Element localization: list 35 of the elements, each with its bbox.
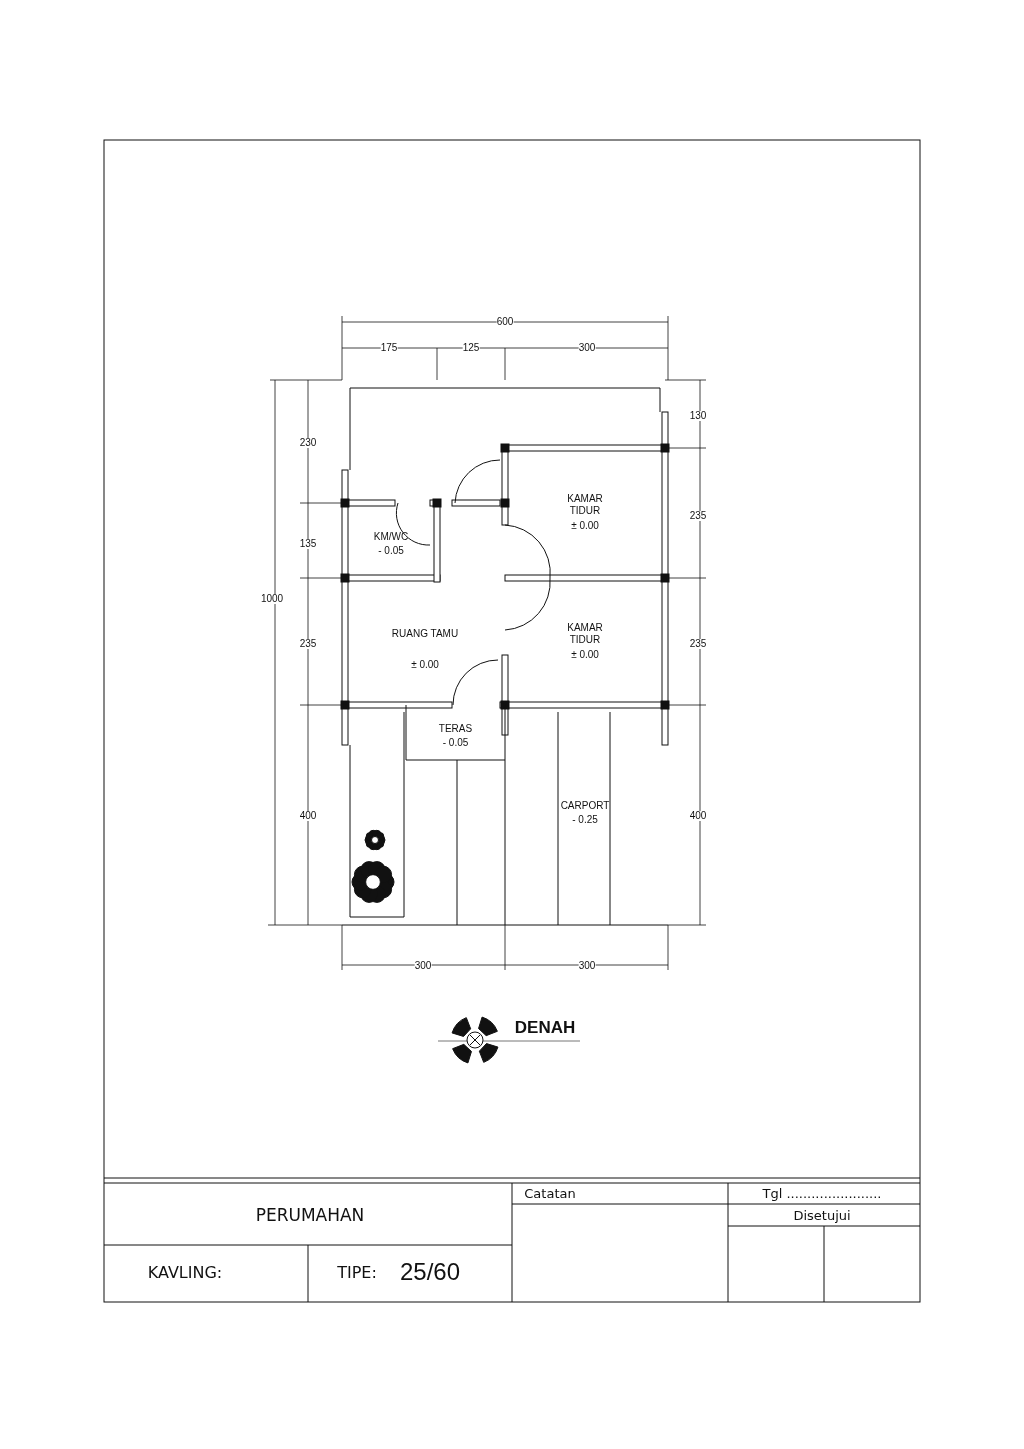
dimension-text: 300 (578, 961, 596, 971)
dimension-text: 235 (299, 639, 317, 649)
dimension-text: 600 (496, 317, 514, 327)
floor-level: ± 0.00 (571, 520, 599, 532)
floor-level: - 0.25 (572, 814, 598, 826)
room-label: KM/WC (373, 531, 409, 543)
project-name: PERUMAHAN (255, 1206, 365, 1224)
notes-heading: Catatan (524, 1186, 576, 1200)
dimension-text: 400 (299, 811, 317, 821)
approval-heading: Disetujui (793, 1208, 851, 1222)
room-label: CARPORT (560, 800, 610, 812)
floor-level: - 0.05 (442, 737, 469, 749)
room-label: TERAS (438, 723, 473, 735)
dimension-text: 235 (689, 639, 707, 649)
dimension-text: 1000 (260, 594, 284, 604)
dimension-text: 300 (578, 343, 596, 353)
date-field-label: Tgl ....................... (762, 1186, 882, 1200)
dimension-text: 235 (689, 511, 707, 521)
drawing-title: DENAH (514, 1018, 576, 1036)
dimension-text: 300 (414, 961, 432, 971)
type-label: TIPE: (337, 1265, 377, 1281)
dimension-text: 135 (299, 539, 317, 549)
dimension-text: 400 (689, 811, 707, 821)
floor-level: ± 0.00 (571, 649, 599, 661)
room-label: RUANG TAMU (391, 628, 459, 640)
lot-label: KAVLING: (147, 1265, 223, 1281)
dimension-text: 175 (380, 343, 398, 353)
floor-level: - 0.05 (378, 545, 404, 557)
floor-level: ± 0.00 (411, 659, 439, 671)
type-value: 25/60 (399, 1260, 461, 1284)
dimension-text: 130 (689, 411, 707, 421)
room-label: KAMAR TIDUR (566, 493, 604, 516)
dimension-text: 230 (299, 438, 317, 448)
room-label: KAMAR TIDUR (566, 622, 604, 645)
dimension-text: 125 (462, 343, 480, 353)
